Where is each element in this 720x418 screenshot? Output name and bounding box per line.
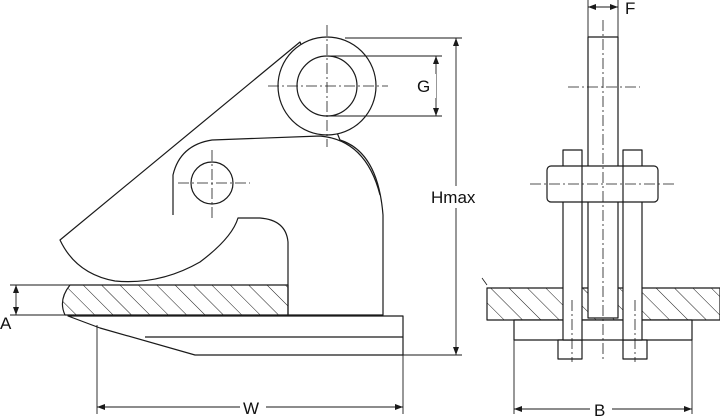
dimension-label-g: G — [417, 77, 430, 96]
front-view-arrowheads — [514, 4, 692, 412]
workpiece-plate — [61, 284, 289, 316]
side-view-arrowheads — [13, 38, 459, 410]
label-backgrounds — [240, 74, 612, 418]
side-view-centerlines — [178, 25, 388, 218]
dimension-label-hmax: Hmax — [431, 188, 476, 207]
jaw-inner-web — [172, 135, 381, 215]
dimension-label-w: W — [243, 399, 259, 418]
front-left-stud — [557, 339, 583, 360]
front-view-centerlines — [481, 20, 676, 362]
side-view — [59, 36, 404, 356]
clamp-base-plate — [67, 315, 404, 356]
dimension-label-a: A — [0, 314, 12, 333]
dimension-label-b: B — [594, 401, 605, 418]
dimension-label-f: F — [625, 0, 635, 18]
front-view — [486, 36, 720, 360]
